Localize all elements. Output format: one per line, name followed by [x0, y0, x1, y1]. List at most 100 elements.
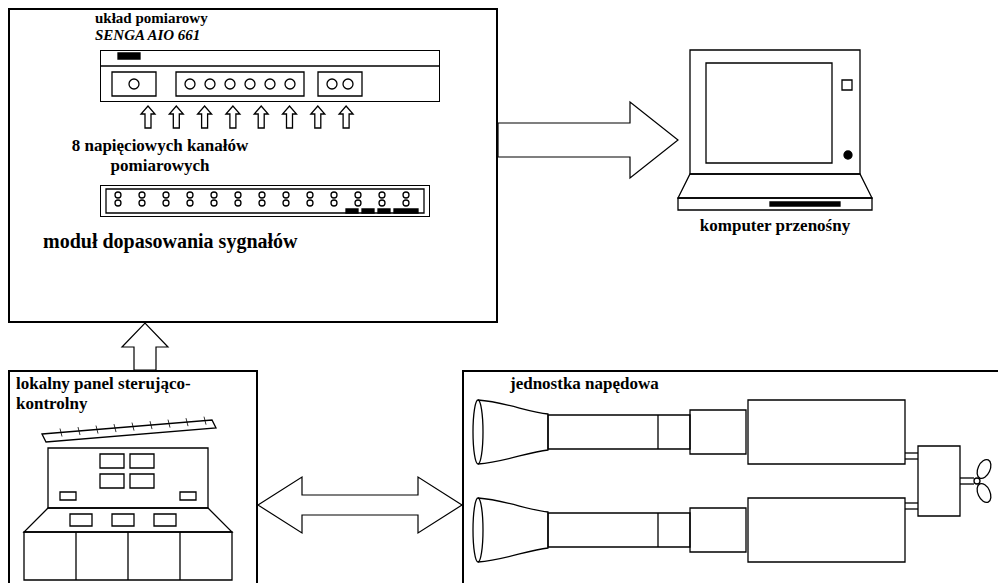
- node-label: jednostka napędowa: [510, 374, 659, 394]
- device-socket-hole: [327, 79, 337, 89]
- console-divider: [75, 532, 76, 580]
- terminal-hole: [355, 192, 361, 198]
- laptop-drawing: [678, 50, 872, 210]
- laptop-base: [678, 174, 872, 198]
- system-frame: 8 napięciowych kanałów pomiarowych układ …: [8, 8, 498, 323]
- device-led: [118, 53, 140, 59]
- terminal-hole: [307, 200, 313, 206]
- propeller-shaft: [960, 483, 974, 484]
- device-details: [100, 53, 440, 96]
- console-indicator: [180, 492, 196, 500]
- terminal-hole: [115, 192, 121, 198]
- propulsion-unit-box: jednostka napędowa: [462, 370, 998, 583]
- terminal-hole: [211, 192, 217, 198]
- device-socket-hole: [185, 79, 195, 89]
- propulsion-drawing: [473, 400, 994, 562]
- channel-arrows: [141, 106, 353, 128]
- terminal-hole: [283, 200, 289, 206]
- keyboard-key: [96, 426, 98, 434]
- console-window: [100, 474, 124, 488]
- shaft: [905, 452, 918, 453]
- keyboard-key: [60, 429, 62, 437]
- terminal-hole: [331, 200, 337, 206]
- device-socket-hole: [265, 79, 275, 89]
- device-line: [100, 65, 440, 66]
- console-divider: [127, 532, 128, 580]
- laptop-button: [842, 80, 852, 90]
- module-details: [106, 189, 424, 213]
- terminal-hole: [187, 200, 193, 206]
- console-window: [130, 474, 154, 488]
- terminal-hole: [379, 192, 385, 198]
- module-mark: [394, 209, 418, 213]
- module-mark: [362, 209, 374, 213]
- console-switch: [70, 514, 92, 526]
- engine-lower: [473, 498, 905, 562]
- device-socket-hole: [343, 79, 353, 89]
- node-label: układ pomiarowy: [95, 10, 208, 27]
- terminal-hole: [283, 192, 289, 198]
- channel-arrow: [283, 106, 297, 128]
- signal-module: moduł dopasowania sygnałów: [100, 185, 430, 217]
- device-socket: [318, 72, 362, 96]
- module-mark: [378, 209, 390, 213]
- node-label: komputer przenośny: [678, 216, 872, 236]
- terminal-hole: [307, 192, 313, 198]
- terminal-hole: [187, 192, 193, 198]
- propeller-shaft: [960, 477, 974, 478]
- terminal-hole: [235, 192, 241, 198]
- node-label: lokalny panel sterująco-kontrolny: [16, 374, 196, 414]
- module-mark: [346, 209, 358, 213]
- device-socket-hole: [225, 79, 235, 89]
- terminal-hole: [403, 192, 409, 198]
- terminal-hole: [379, 200, 385, 206]
- keyboard-key: [186, 418, 188, 426]
- console-switch: [112, 514, 134, 526]
- console-upper-panel: [48, 448, 208, 508]
- keyboard-key: [114, 424, 116, 432]
- propeller-hub: [974, 478, 980, 484]
- device-socket: [176, 72, 304, 96]
- laptop-screen: [706, 63, 832, 163]
- terminal-hole: [259, 200, 265, 206]
- console-window: [100, 454, 124, 468]
- terminal-hole: [211, 200, 217, 206]
- keyboard-key: [150, 421, 152, 429]
- terminal-hole: [139, 192, 145, 198]
- engine-upper: [473, 400, 905, 464]
- device-socket-hole: [129, 79, 139, 89]
- propeller-blade: [974, 457, 993, 480]
- laptop-bar: [678, 198, 872, 210]
- keyboard-key: [78, 427, 80, 435]
- block-arrow: [258, 477, 462, 533]
- terminal-hole: [163, 192, 169, 198]
- device-socket-hole: [205, 79, 215, 89]
- console-window: [130, 454, 154, 468]
- node-label: SENGA AIO 661: [95, 27, 200, 44]
- device-socket-hole: [245, 79, 255, 89]
- laptop-dot: [844, 151, 852, 159]
- device-socket: [112, 72, 156, 96]
- terminal-hole: [235, 200, 241, 206]
- console-drawing: [24, 417, 232, 580]
- terminal-hole: [331, 192, 337, 198]
- console-indicator: [60, 492, 76, 500]
- shaft: [905, 502, 918, 503]
- keyboard-key: [168, 420, 170, 428]
- propeller-blade: [974, 481, 993, 504]
- terminal-hole: [259, 192, 265, 198]
- channel-arrow: [141, 106, 155, 128]
- measuring-device: układ pomiarowySENGA AIO 661: [100, 50, 440, 102]
- terminal-hole: [115, 200, 121, 206]
- channel-arrow: [169, 106, 183, 128]
- node-label: 8 napięciowych kanałów pomiarowych: [40, 136, 280, 176]
- laptop: komputer przenośny: [678, 48, 872, 248]
- terminal-hole: [139, 200, 145, 206]
- control-panel-box: lokalny panel sterująco-kontrolny: [8, 370, 258, 583]
- laptop-lid: [690, 50, 860, 174]
- keyboard-key: [204, 417, 206, 425]
- channel-arrow: [311, 106, 325, 128]
- console-base: [24, 532, 232, 580]
- module-strip: [106, 189, 424, 213]
